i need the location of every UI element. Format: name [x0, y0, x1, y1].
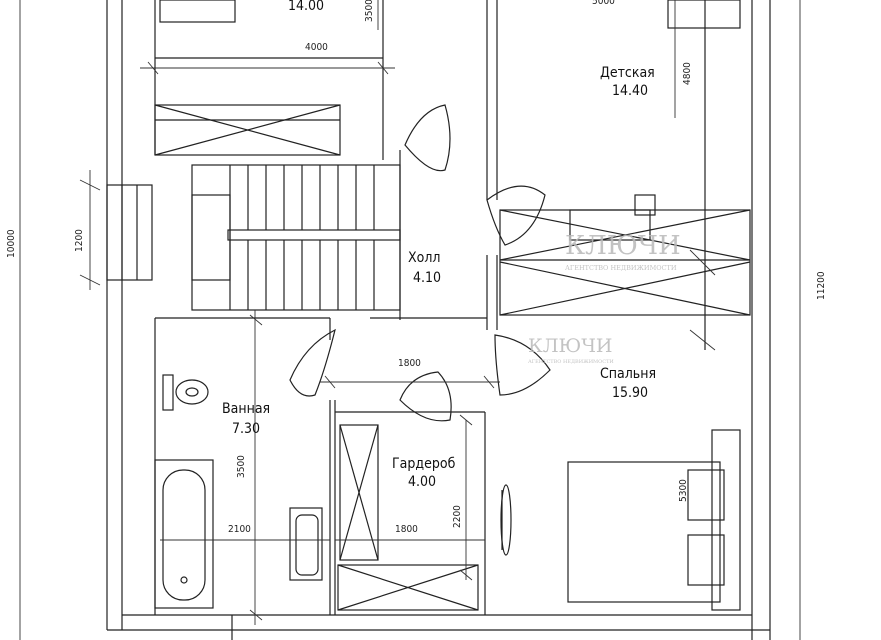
kids-room-area: 14.40: [612, 83, 648, 99]
closet-top-left: [154, 104, 341, 156]
dim-bath-width: 2100: [228, 524, 251, 535]
bed: [567, 461, 721, 603]
dim-bed-height: 5300: [678, 479, 689, 502]
bathtub: [154, 459, 214, 609]
staircase: [191, 164, 401, 311]
dim-top-right-cut: 5000: [592, 0, 615, 7]
dim-total-height-left: 10000: [6, 229, 17, 258]
top-left-window-frame: [159, 0, 236, 23]
kids-window-frame: [667, 0, 741, 29]
bed-pillow-top: [687, 469, 725, 521]
wardrobe-closet-left: [339, 424, 379, 561]
bath-sink: [289, 507, 323, 581]
watermark-sub-1: АГЕНТСТВО НЕДВИЖИМОСТИ: [565, 264, 677, 272]
dim-top-width: 4000: [305, 42, 328, 53]
watermark-brand-2: КЛЮЧИ: [528, 335, 613, 357]
door-swing-right: [486, 185, 546, 246]
dim-wardrobe-width: 1800: [395, 524, 418, 535]
closet-kids-bedroom: [499, 209, 751, 316]
dim-hall-width: 1800: [398, 358, 421, 369]
watermark-brand-1: КЛЮЧИ: [565, 231, 681, 261]
bathroom-area: 7.30: [232, 421, 260, 437]
bathroom-name: Ванная: [222, 401, 270, 417]
left-window: [106, 184, 153, 281]
dim-kids-height: 4800: [682, 62, 693, 85]
dim-window-left: 1200: [74, 229, 85, 252]
hall-name: Холл: [408, 250, 440, 266]
top-left-room-area: 14.00: [288, 0, 324, 14]
kids-room-name: Детская: [600, 65, 655, 81]
watermark-sub-2: АГЕНТСТВО НЕДВИЖИМОСТИ: [528, 359, 614, 365]
door-swing-top: [404, 104, 451, 172]
dim-total-height-right: 11200: [816, 271, 827, 300]
door-swing-wardrobe: [399, 371, 452, 422]
bedroom-area: 15.90: [612, 385, 648, 401]
watermark-logo: КЛЮЧИ АГЕНТСТВО НЕДВИЖИМОСТИ КЛЮЧИ АГЕНТ…: [528, 231, 681, 365]
door-swing-bottom-left: [289, 328, 336, 397]
dim-bath-height: 3500: [236, 455, 247, 478]
dim-wardrobe-height: 2200: [452, 505, 463, 528]
wardrobe-name: Гардероб: [392, 456, 456, 472]
dim-top-height: 3500: [364, 0, 375, 22]
door-swing-bottom-right: [494, 334, 551, 396]
bedroom-name: Спальня: [600, 366, 656, 382]
toilet: [162, 374, 209, 411]
bed-pillow-bottom: [687, 534, 725, 586]
stair-treads: [191, 165, 401, 310]
wardrobe-area: 4.00: [408, 474, 436, 490]
hall-area: 4.10: [413, 270, 441, 286]
wardrobe-closet-bottom: [337, 564, 479, 611]
